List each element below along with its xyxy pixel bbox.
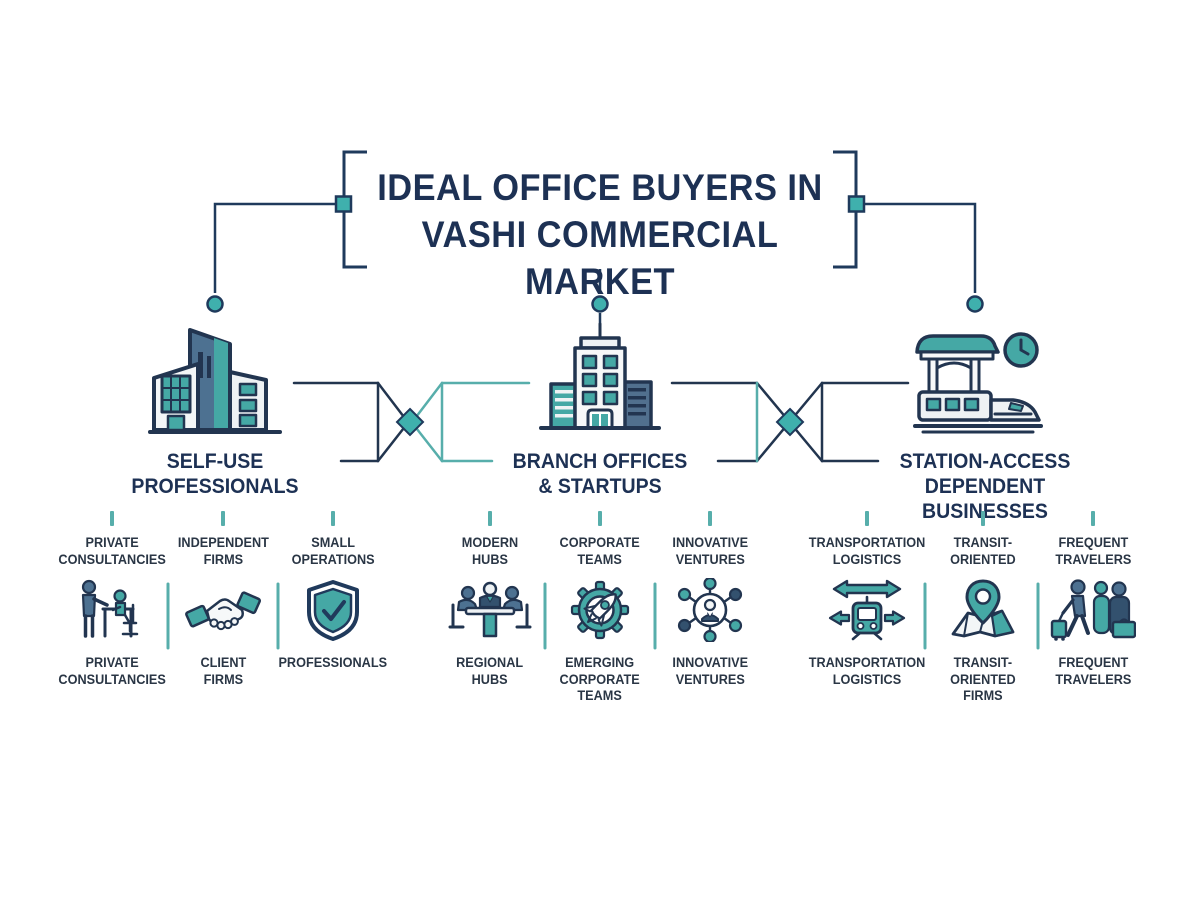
subitem-column: TRANSIT- ORIENTED TRANSIT- ORIENTED FIRM…	[908, 511, 1058, 705]
subitem-top-label: TRANSIT- ORIENTED	[950, 535, 1016, 567]
subitem-top-label: CORPORATE TEAMS	[559, 535, 641, 567]
tick-mark	[981, 511, 985, 526]
subitem-bottom-label: PRIVATE CONSULTANCIES	[58, 655, 166, 687]
handshake-icon	[185, 591, 261, 631]
shield-check-icon	[307, 580, 359, 641]
group-label-station-access: STATION-ACCESS DEPENDENT BUSINESSES	[899, 450, 1071, 523]
tick-mark	[865, 511, 869, 526]
subitem-top-label: INDEPENDENT FIRMS	[177, 535, 269, 567]
subitem-bottom-label: EMERGING CORPORATE TEAMS	[559, 655, 641, 703]
subitem-top-label: SMALL OPERATIONS	[291, 535, 375, 567]
subitem-bottom-label: TRANSPORTATION LOGISTICS	[808, 655, 926, 687]
office-buildings-icon	[148, 328, 282, 434]
subitem-dividers	[166, 582, 1040, 650]
meeting-table-icon	[448, 581, 532, 638]
page-title: IDEAL OFFICE BUYERS IN VASHI COMMERCIAL …	[349, 164, 851, 305]
subitem-column: INNOVATIVE VENTURES INNOVATIVE VENTURES	[635, 511, 785, 688]
map-pin-icon	[951, 579, 1015, 638]
tick-mark	[1091, 511, 1095, 526]
connector-square-left	[334, 195, 353, 213]
travelers-icon	[1050, 579, 1136, 641]
connector-circles	[206, 295, 984, 313]
subitem-column: FREQUENT TRAVELERS FREQUENT TRAVELERS	[1018, 511, 1168, 688]
network-person-icon	[677, 578, 743, 642]
tick-mark	[708, 511, 712, 526]
subitem-top-label: MODERN HUBS	[461, 535, 519, 567]
tick-mark	[331, 511, 335, 526]
connector-square-right	[847, 195, 866, 213]
gear-rocket-icon	[570, 580, 630, 640]
subitem-top-label: INNOVATIVE VENTURES	[672, 535, 748, 567]
group-label-self-use: SELF-USE PROFESSIONALS	[131, 450, 299, 498]
subitem-bottom-label: PROFESSIONALS	[278, 655, 388, 670]
subitem-top-label: FREQUENT TRAVELERS	[1055, 535, 1131, 567]
tick-mark	[488, 511, 492, 526]
train-station-icon	[913, 332, 1043, 434]
subitem-column: SMALL OPERATIONS PROFESSIONALS	[258, 511, 408, 672]
page-title-line1: IDEAL OFFICE BUYERS IN	[377, 167, 823, 208]
subitem-bottom-label: CLIENT FIRMS	[200, 655, 246, 687]
subitem-top-label: PRIVATE CONSULTANCIES	[58, 535, 166, 567]
subitem-column: MODERN HUBS REGIONAL HUBS	[415, 511, 565, 688]
subitem-top-label: TRANSPORTATION LOGISTICS	[808, 535, 926, 567]
tick-mark	[221, 511, 225, 526]
subitem-column: TRANSPORTATION LOGISTICS TRANSPORTATION …	[792, 511, 942, 688]
subitem-bottom-label: TRANSIT- ORIENTED FIRMS	[950, 655, 1016, 703]
subitem-column: PRIVATE CONSULTANCIES PRIVATE CONSULTANC…	[37, 511, 187, 688]
subitem-bottom-label: FREQUENT TRAVELERS	[1055, 655, 1131, 687]
group-label-branch-offices: BRANCH OFFICES & STARTUPS	[512, 450, 688, 498]
subitem-bottom-label: REGIONAL HUBS	[456, 655, 524, 687]
subitem-column: INDEPENDENT FIRMS CLIENT FIRMS	[148, 511, 298, 688]
consultation-desk-icon	[81, 579, 139, 638]
tick-mark	[110, 511, 114, 526]
transport-arrows-train-icon	[828, 579, 906, 641]
corporate-building-icon	[539, 322, 661, 430]
subitem-column: CORPORATE TEAMS	[525, 511, 675, 705]
bowtie-connector-2	[670, 381, 910, 463]
link-lines	[213, 202, 977, 330]
page-title-line2: VASHI COMMERCIAL MARKET	[421, 214, 779, 302]
tick-mark	[598, 511, 602, 526]
bowtie-connector-1	[292, 381, 531, 463]
subitem-bottom-label: INNOVATIVE VENTURES	[672, 655, 748, 687]
